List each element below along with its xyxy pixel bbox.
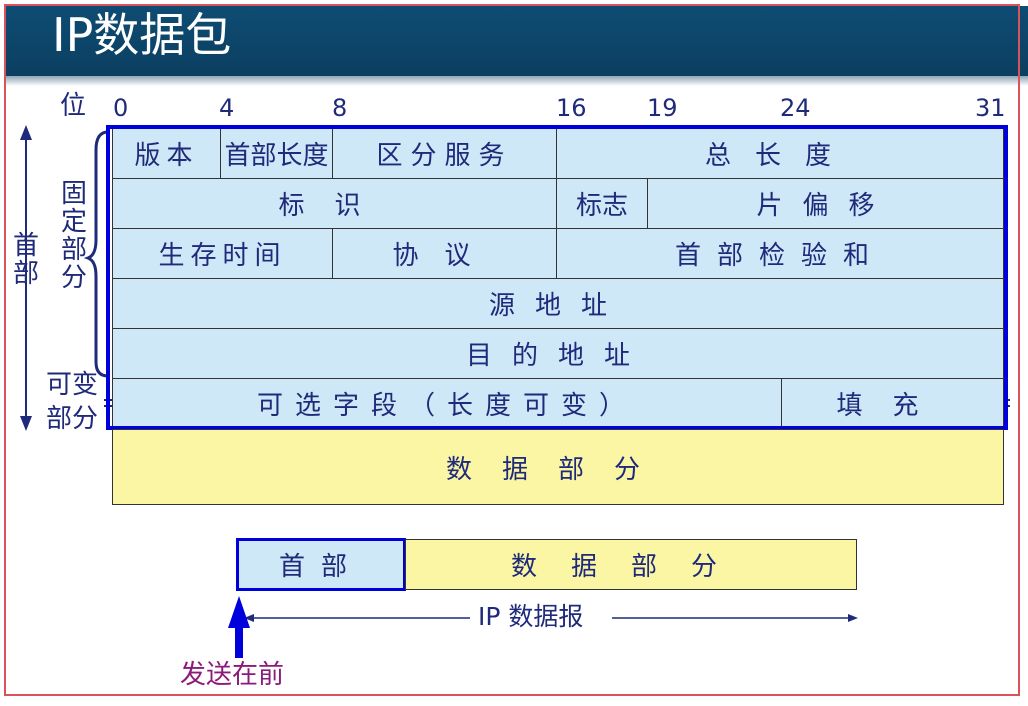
field-data-part: 数据部分 <box>112 429 1004 505</box>
bit-position-4: 4 <box>219 94 235 122</box>
fixed-part-side-label: 固定部分 <box>60 179 87 293</box>
header-outline <box>106 125 1008 430</box>
send-first-arrow <box>228 596 250 658</box>
fixed-part-brace <box>83 130 109 378</box>
variable-part-label-line1: 可变 <box>46 370 99 400</box>
field-total-length: 总长度 <box>556 128 1004 179</box>
send-first-label: 发送在前 <box>180 660 285 690</box>
field-dscp: 区分服务 <box>332 128 557 179</box>
field-padding: 填充 <box>781 378 1004 429</box>
bit-position-24: 24 <box>780 94 811 122</box>
bit-position-8: 8 <box>332 94 348 122</box>
header-side-label: 首部 <box>12 231 39 289</box>
field-identification: 标识 <box>112 178 557 229</box>
bit-position-16: 16 <box>556 94 587 122</box>
bit-position-0: 0 <box>113 94 129 122</box>
field-options: 可选字段（长度可变） <box>112 378 782 429</box>
field-ttl: 生存时间 <box>112 228 333 279</box>
bit-position-31: 31 <box>975 94 1006 122</box>
datagram-name: IP 数据报 <box>478 602 584 631</box>
datagram-header-outline <box>236 538 406 591</box>
datagram-data: 数据部分 <box>405 539 857 590</box>
bit-position-19: 19 <box>647 94 678 122</box>
field-destination-address: 目的地址 <box>112 328 1004 379</box>
header-span-arrow <box>20 125 32 431</box>
field-header-length: 首部长度 <box>220 128 333 179</box>
title-bar-shadow <box>6 76 1028 86</box>
field-flags: 标志 <box>556 178 648 229</box>
field-header-checksum: 首部检验和 <box>556 228 1004 279</box>
title-bar <box>6 6 1028 76</box>
slide-frame <box>4 4 1020 696</box>
slide-title: IP数据包 <box>52 8 232 62</box>
field-source-address: 源地址 <box>112 278 1004 329</box>
bit-label: 位 <box>60 91 87 121</box>
variable-part-label-line2: 部分 <box>46 404 99 434</box>
datagram-span-arrow <box>244 614 858 622</box>
